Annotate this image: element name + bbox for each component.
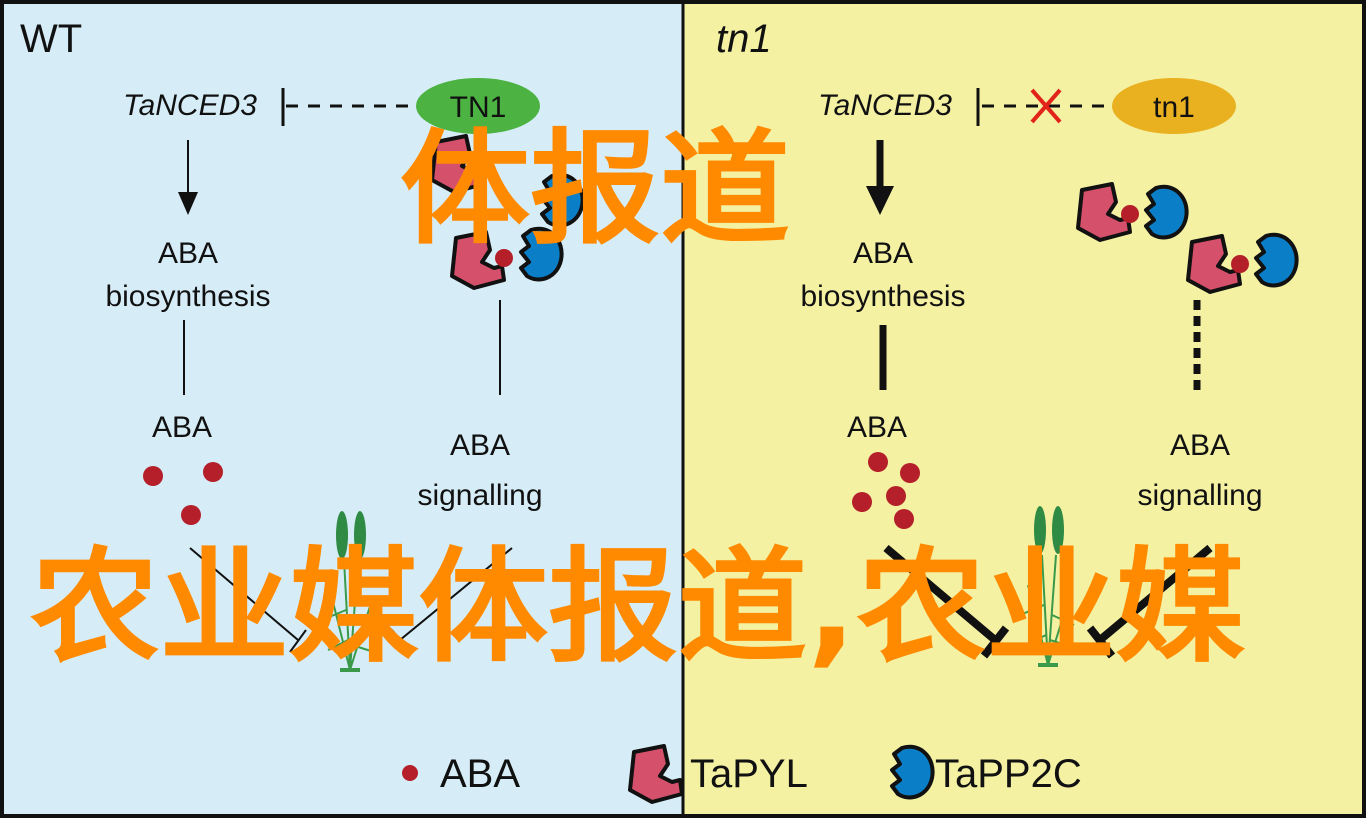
- legend-pp2c-label: TaPP2C: [935, 752, 1082, 796]
- wt-aba-label: ABA: [152, 411, 212, 444]
- tn1-aba-signalling-2: signalling: [1137, 479, 1262, 512]
- wt-arrow-down-icon: [178, 192, 198, 215]
- wt-inhibition-lines: [189, 547, 513, 653]
- tn1-inhibition-lines: [883, 544, 1213, 659]
- tn1-title: tn1: [716, 17, 772, 61]
- legend-pp2c-icon: [890, 744, 935, 800]
- wt-panel: [2, 2, 683, 816]
- tn1-pp2c-complex-icon-2: [1254, 232, 1299, 288]
- tn1-arrow-down-icon: [866, 186, 894, 215]
- legend-aba-label: ABA: [440, 752, 520, 796]
- tn1-aba-label: ABA: [847, 411, 907, 444]
- wt-tn1-label: TN1: [450, 91, 507, 124]
- wt-aba-biosynthesis-2: biosynthesis: [105, 280, 270, 313]
- tn1-aba-biosynthesis-2: biosynthesis: [800, 280, 965, 313]
- legend-pyl-label: TaPYL: [690, 752, 808, 796]
- watermark-line-1: 农业媒体报道,农业媒: [30, 536, 1246, 680]
- wt-aba-biosynthesis-1: ABA: [158, 237, 218, 270]
- tn1-aba-dots: [852, 452, 920, 529]
- tn1-pp2c-complex-icon: [1144, 184, 1189, 240]
- wt-tn1-ellipse: [416, 78, 540, 134]
- wt-aba-signalling-2: signalling: [417, 479, 542, 512]
- tn1-aba-signalling-1: ABA: [1170, 429, 1230, 462]
- tn1-aba-biosynthesis-1: ABA: [853, 237, 913, 270]
- cross-icon: [1030, 88, 1062, 124]
- tn1-mutant-label: tn1: [1153, 91, 1195, 124]
- tn1-mutant-ellipse: [1112, 78, 1236, 134]
- wt-aba-dots: [143, 462, 223, 525]
- wt-gene-label: TaNCED3: [123, 89, 257, 122]
- wt-title: WT: [20, 17, 82, 61]
- legend-aba-dot-icon: [402, 765, 418, 781]
- tn1-panel: [683, 2, 1364, 816]
- wt-aba-signalling-1: ABA: [450, 429, 510, 462]
- watermark-line-2: 体报道: [400, 118, 790, 262]
- tn1-gene-label: TaNCED3: [818, 89, 952, 122]
